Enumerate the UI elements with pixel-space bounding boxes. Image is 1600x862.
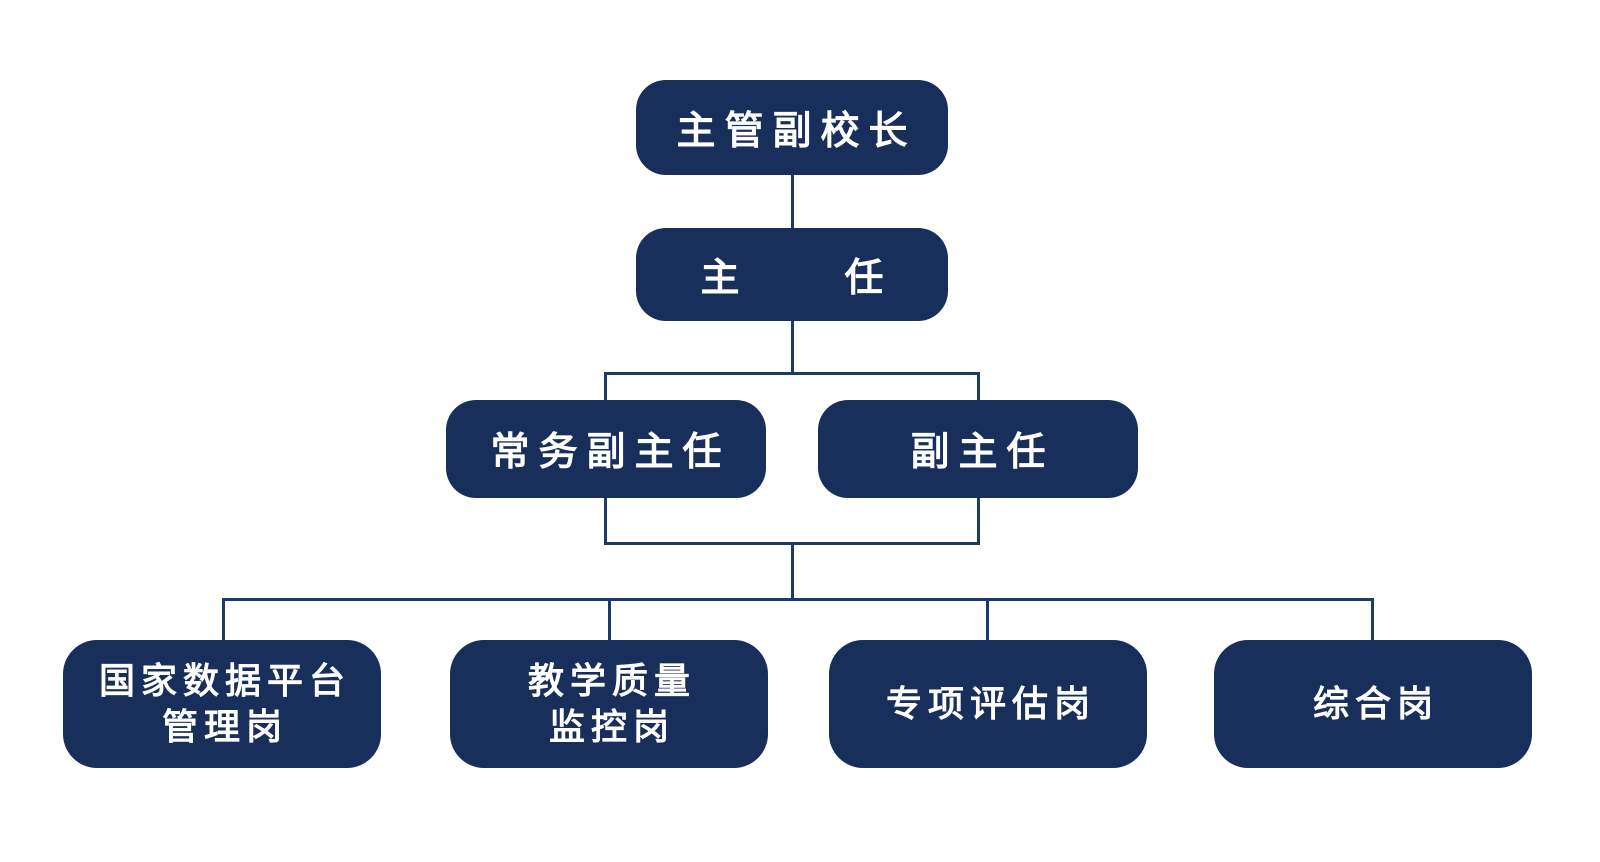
node-label-line1: 综合岗 xyxy=(1312,683,1439,724)
node-label: 副主任 xyxy=(910,431,1055,474)
connector-drop-2 xyxy=(608,598,611,640)
node-executive-deputy-director: 常务副主任 xyxy=(446,400,766,498)
node-teaching-quality-monitoring-post: 教学质量 监控岗 xyxy=(450,640,768,768)
node-label: 常务副主任 xyxy=(490,431,731,474)
connector-l1-l2 xyxy=(791,175,794,228)
node-comprehensive-post: 综合岗 xyxy=(1214,640,1532,768)
node-special-assessment-post: 专项评估岗 xyxy=(829,640,1147,768)
node-national-data-platform-post: 国家数据平台 管理岗 xyxy=(63,640,381,768)
connector-drop-1 xyxy=(222,598,225,640)
node-label-line1: 专项评估岗 xyxy=(885,683,1096,724)
connector-drop-3 xyxy=(986,598,989,640)
connector-drop-4 xyxy=(1371,598,1374,640)
connector-bracket xyxy=(222,598,1374,601)
node-deputy-director: 副主任 xyxy=(818,400,1138,498)
node-label-line2: 监控岗 xyxy=(548,707,675,747)
node-label: 主管副校长 xyxy=(676,109,917,153)
node-label-line2: 管理岗 xyxy=(161,707,288,747)
node-label-line1: 教学质量 xyxy=(527,660,696,701)
connector-frame-bracket xyxy=(791,545,794,598)
node-label: 主 任 xyxy=(700,256,893,300)
node-vice-principal: 主管副校长 xyxy=(636,80,948,175)
connector-l2-frame xyxy=(791,321,794,372)
node-director: 主 任 xyxy=(636,228,948,321)
node-label-line1: 国家数据平台 xyxy=(98,660,351,701)
